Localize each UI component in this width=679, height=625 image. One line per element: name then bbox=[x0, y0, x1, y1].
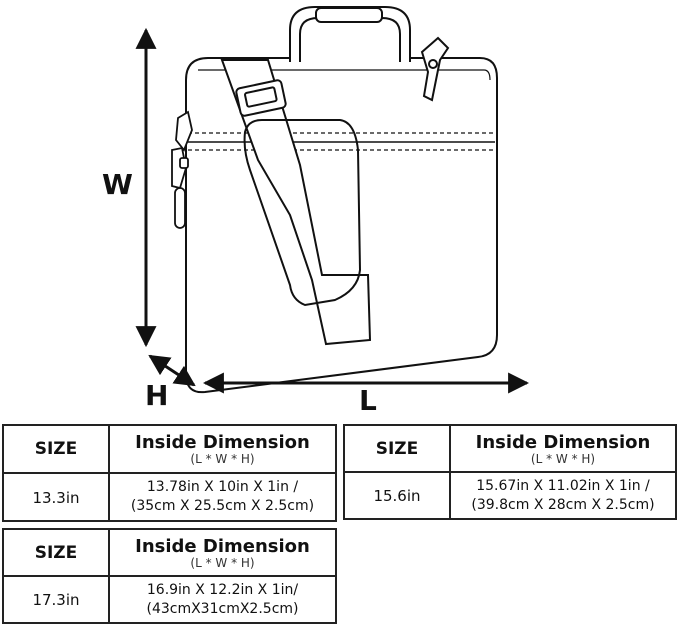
shoulder-strap bbox=[220, 59, 372, 346]
dimension-value-cell: 15.67in X 11.02in X 1in / (39.8cm X 28cm… bbox=[449, 471, 677, 520]
dimension-header: Inside Dimension bbox=[475, 431, 651, 453]
size-header: SIZE bbox=[375, 438, 419, 459]
size-header: SIZE bbox=[34, 542, 78, 563]
size-table-13in: SIZE Inside Dimension (L * W * H) 13.3in… bbox=[2, 424, 337, 522]
size-value: 15.6in bbox=[373, 487, 421, 505]
dimension-value-cell: 13.78in X 10in X 1in / (35cm X 25.5cm X … bbox=[108, 472, 337, 522]
size-table-15in: SIZE Inside Dimension (L * W * H) 15.6in… bbox=[343, 424, 677, 520]
size-header-cell: SIZE bbox=[2, 424, 110, 474]
dimension-metric: (43cmX31cmX2.5cm) bbox=[146, 600, 299, 617]
dimension-subheader: (L * W * H) bbox=[190, 452, 255, 466]
size-value: 17.3in bbox=[32, 591, 80, 609]
size-value: 13.3in bbox=[32, 488, 80, 507]
dimension-imperial: 13.78in X 10in X 1in / bbox=[146, 479, 299, 495]
size-header: SIZE bbox=[34, 439, 78, 459]
height-arrow bbox=[148, 354, 196, 387]
size-value-cell: 17.3in bbox=[2, 575, 110, 624]
size-header-cell: SIZE bbox=[2, 528, 110, 577]
laptop-bag-diagram bbox=[135, 6, 530, 394]
shoulder-strap-clip bbox=[420, 36, 450, 102]
dimension-value-cell: 16.9in X 12.2in X 1in/ (43cmX31cmX2.5cm) bbox=[108, 575, 337, 624]
dimension-subheader: (L * W * H) bbox=[190, 555, 255, 570]
size-value-cell: 13.3in bbox=[2, 472, 110, 522]
dimension-header-cell: Inside Dimension (L * W * H) bbox=[449, 424, 677, 473]
length-label: L bbox=[359, 384, 377, 417]
dimension-imperial: 16.9in X 12.2in X 1in/ bbox=[146, 581, 299, 598]
carry-handles bbox=[289, 6, 411, 62]
dimension-imperial: 15.67in X 11.02in X 1in / bbox=[476, 477, 650, 494]
size-value-cell: 15.6in bbox=[343, 471, 451, 520]
size-header-cell: SIZE bbox=[343, 424, 451, 473]
height-label: H bbox=[145, 379, 169, 412]
dimension-header-cell: Inside Dimension (L * W * H) bbox=[108, 528, 337, 577]
zipper-lines bbox=[188, 132, 495, 151]
width-label: W bbox=[102, 168, 133, 201]
dimension-subheader: (L * W * H) bbox=[530, 451, 596, 466]
size-table-17in: SIZE Inside Dimension (L * W * H) 17.3in… bbox=[2, 528, 337, 624]
dimension-header: Inside Dimension bbox=[135, 535, 310, 557]
zipper-pulls bbox=[171, 110, 193, 229]
dimension-metric: (39.8cm X 28cm X 2.5cm) bbox=[471, 496, 655, 513]
dimension-header: Inside Dimension bbox=[135, 432, 310, 453]
dimension-metric: (35cm X 25.5cm X 2.5cm) bbox=[130, 498, 315, 514]
dimension-header-cell: Inside Dimension (L * W * H) bbox=[108, 424, 337, 474]
